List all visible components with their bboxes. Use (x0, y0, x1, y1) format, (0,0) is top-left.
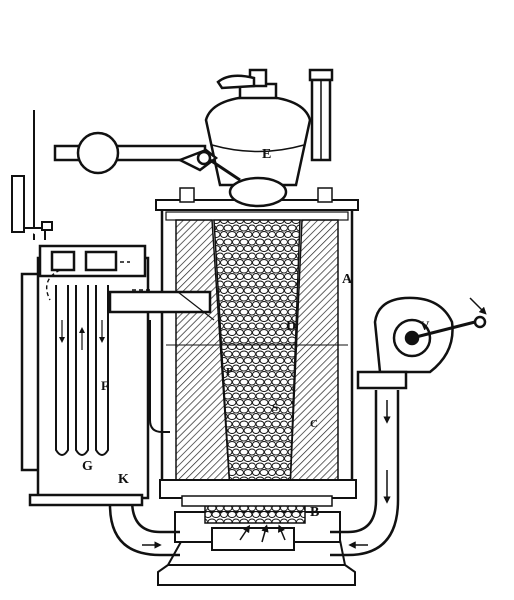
flow-arrows-top (46, 261, 150, 301)
counterweight-lever (53, 131, 241, 182)
label-A: A (342, 272, 353, 287)
label-V: V (420, 318, 430, 333)
label-G: G (82, 459, 93, 474)
label-C: C (310, 418, 318, 430)
charging-hopper (204, 68, 334, 208)
label-D: D (286, 319, 296, 334)
scrubber-tubes (55, 285, 109, 456)
label-E: E (262, 147, 271, 162)
gas-outlet-pipe (108, 290, 215, 433)
inlet-valve (11, 110, 53, 240)
label-K: K (118, 472, 129, 487)
generator-base (157, 511, 356, 586)
blower-V (356, 296, 487, 390)
label-S: S (272, 402, 278, 414)
grate (181, 495, 333, 524)
generator-shell (155, 187, 359, 499)
label-P: P (226, 366, 233, 378)
label-F: F (101, 378, 109, 393)
label-B: B (310, 505, 319, 520)
labels: A B C D E F G K V S P (82, 147, 430, 520)
